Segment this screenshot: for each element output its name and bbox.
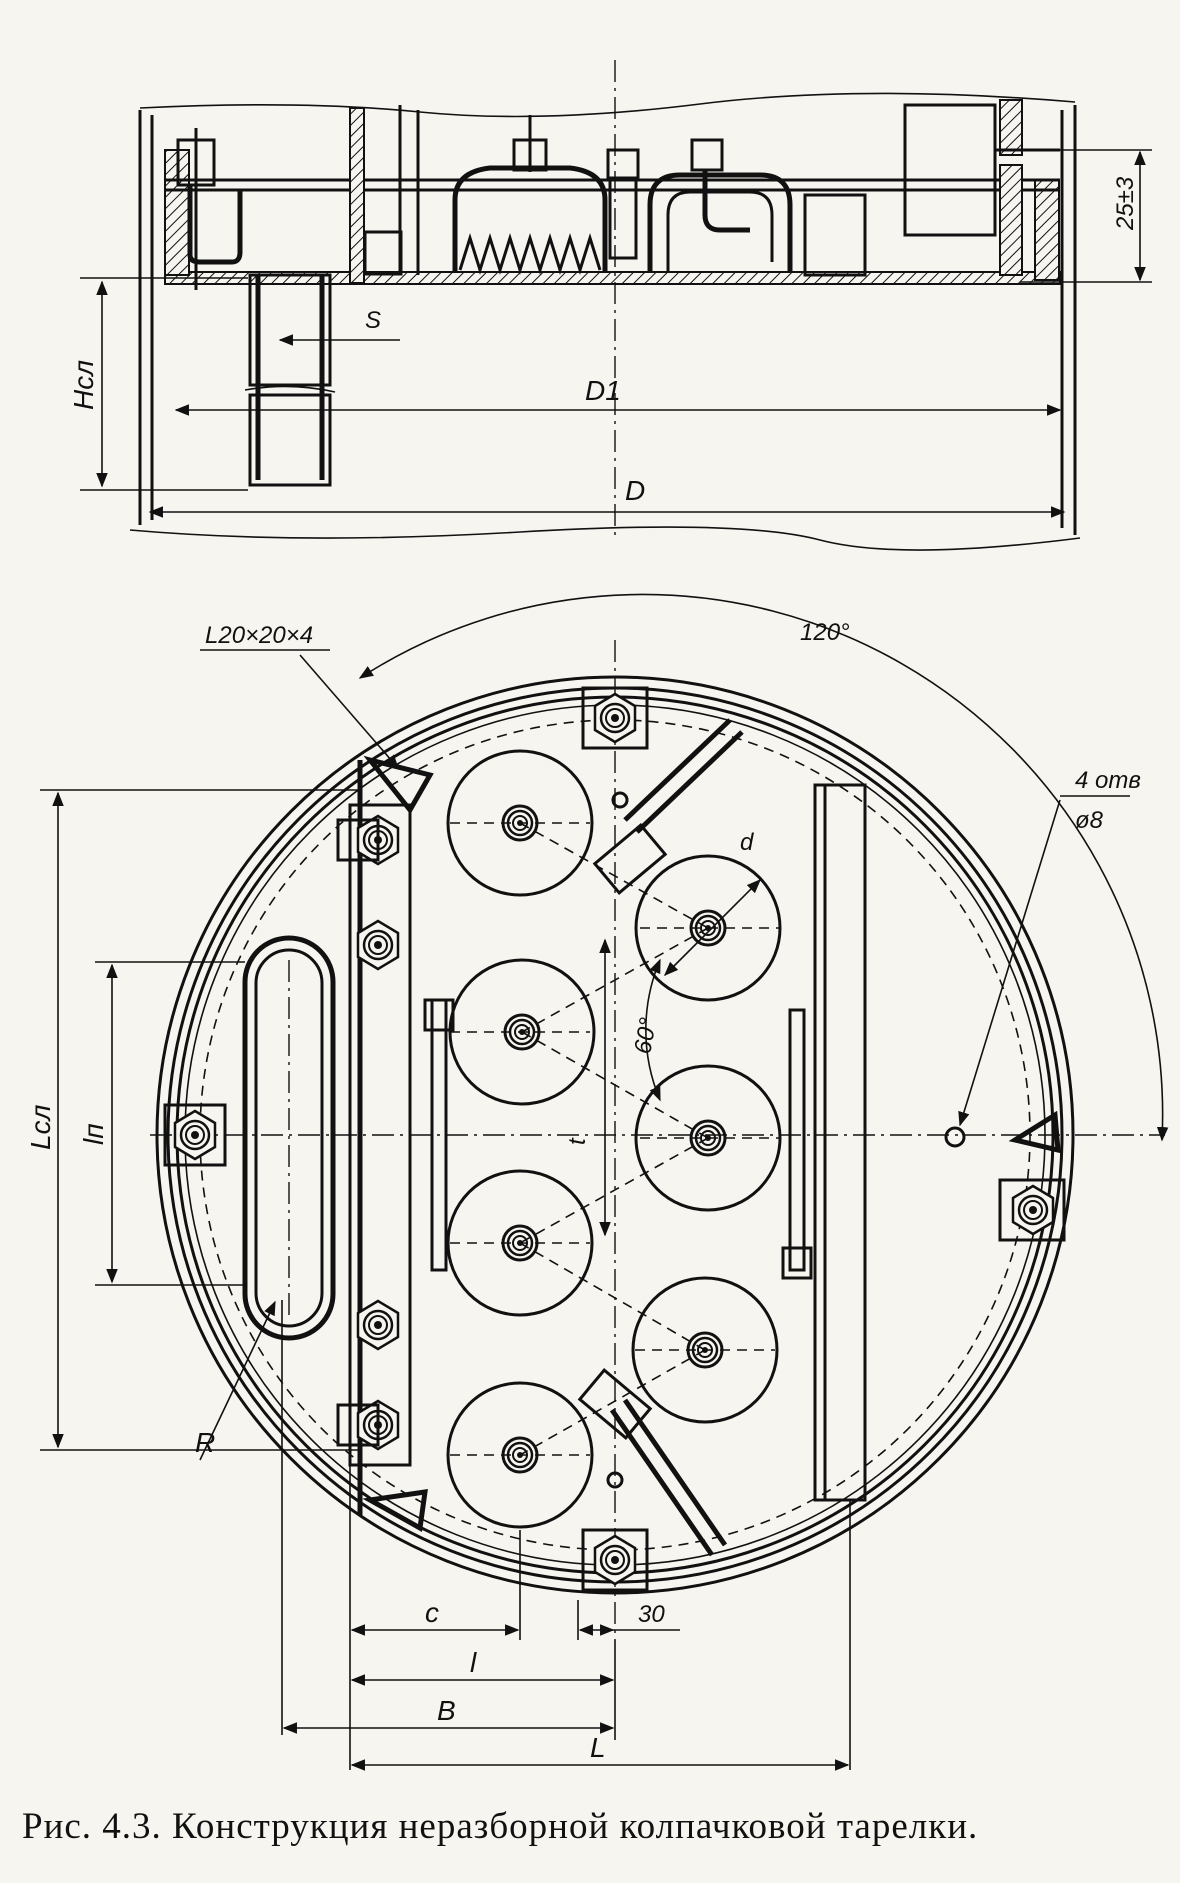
label-lp: lп xyxy=(78,1123,109,1145)
right-plate xyxy=(813,783,867,1502)
plan-view: 120° xyxy=(25,593,1169,1771)
pitch-lines xyxy=(450,822,780,1456)
right-flange-block xyxy=(903,103,997,237)
downcomer-break xyxy=(244,385,336,393)
angle-right xyxy=(1008,1110,1061,1154)
strip-block-bottom xyxy=(577,1368,653,1440)
strip-top-1 xyxy=(623,718,732,822)
weir-clamp xyxy=(363,230,403,276)
right-bracket xyxy=(999,164,1023,276)
clamp-bolt-right xyxy=(1011,1184,1055,1236)
arc-120 xyxy=(358,593,1169,1142)
beam-clamp-2 xyxy=(336,1403,380,1447)
label-c: c xyxy=(425,1597,439,1628)
label-d: D xyxy=(625,475,645,506)
angle-bottom-left xyxy=(362,1489,428,1532)
left-hook xyxy=(187,185,243,265)
weir-beam xyxy=(348,803,412,1467)
label-angle-profile: L20×20×4 xyxy=(205,622,313,649)
leader-angle xyxy=(299,654,399,770)
strip-block-top xyxy=(592,823,668,895)
downcomer-lower xyxy=(248,393,332,487)
u-bolt xyxy=(702,170,750,233)
weir-plate xyxy=(349,107,365,284)
clamp-block-left xyxy=(163,1103,227,1167)
downcomer-slot-inner xyxy=(254,948,324,1328)
u-riser-outer xyxy=(647,172,793,272)
clamp-block-right xyxy=(998,1178,1066,1242)
label-hsl: Hсл xyxy=(68,360,99,410)
beam-bolt-3 xyxy=(356,1299,400,1351)
clamp-bolt-bottom xyxy=(593,1534,637,1586)
label-d1: D1 xyxy=(585,375,621,406)
break-line-bottom xyxy=(129,526,1081,551)
angle-top-left xyxy=(363,755,434,815)
leader-r xyxy=(199,1300,276,1461)
break-line-top xyxy=(139,92,1076,118)
clamp-bolt-top xyxy=(593,692,637,744)
section-view: Hсл D1 D S 25±3 xyxy=(68,60,1152,551)
downcomer-slot-outer xyxy=(242,935,336,1341)
label-s: S xyxy=(365,307,381,334)
label-l: l xyxy=(470,1647,477,1678)
cap-slots xyxy=(458,232,602,276)
hole-2 xyxy=(606,1471,624,1489)
label-holes: 4 отв xyxy=(1075,767,1141,794)
clamp-bolt-left xyxy=(173,1109,217,1161)
rod-right xyxy=(788,1008,806,1272)
label-r: R xyxy=(195,1427,215,1458)
cap-3 xyxy=(446,1169,594,1317)
hole-3 xyxy=(944,1126,966,1148)
riser-block xyxy=(608,176,638,260)
label-lsl: Lсл xyxy=(25,1104,56,1150)
support-ring-right xyxy=(1034,179,1060,281)
cap-1 xyxy=(446,749,594,897)
caps-left-column xyxy=(446,749,596,1529)
clamp-block-bottom xyxy=(581,1528,649,1592)
clamp-block-top xyxy=(581,686,649,750)
strip-top-2 xyxy=(635,730,744,834)
dim-d-small xyxy=(663,878,762,977)
beam-clamp-1 xyxy=(336,818,380,862)
label-hole-dia: ø8 xyxy=(1075,807,1104,834)
label-t: t xyxy=(564,1137,591,1145)
u-riser-inner xyxy=(666,190,774,272)
label-big-l: L xyxy=(590,1732,606,1763)
rod-right-cap xyxy=(781,1246,813,1280)
strip-bottom-2 xyxy=(622,1398,728,1547)
label-30: 30 xyxy=(638,1601,665,1628)
downcomer-upper xyxy=(248,273,332,387)
label-120: 120° xyxy=(800,619,850,646)
beam-bolt-2 xyxy=(356,919,400,971)
riser-top-nut xyxy=(690,138,724,172)
cap-7 xyxy=(631,1276,779,1424)
label-60: 60° xyxy=(629,1015,662,1056)
leader-holes xyxy=(958,799,1061,1127)
riser-nut xyxy=(606,148,640,180)
label-b: B xyxy=(437,1695,456,1726)
arc-60 xyxy=(645,958,661,1102)
side-box xyxy=(803,193,867,277)
cap-4 xyxy=(446,1381,594,1529)
hole-1 xyxy=(611,791,629,809)
label-d-small: d xyxy=(740,829,754,856)
bubble-cap xyxy=(452,165,608,272)
label-gap: 25±3 xyxy=(1112,176,1139,231)
right-bracket-top xyxy=(999,99,1023,156)
strip-bottom-1 xyxy=(609,1408,715,1557)
figure-caption: Рис. 4.3. Конструкция неразборной колпач… xyxy=(22,1806,979,1847)
